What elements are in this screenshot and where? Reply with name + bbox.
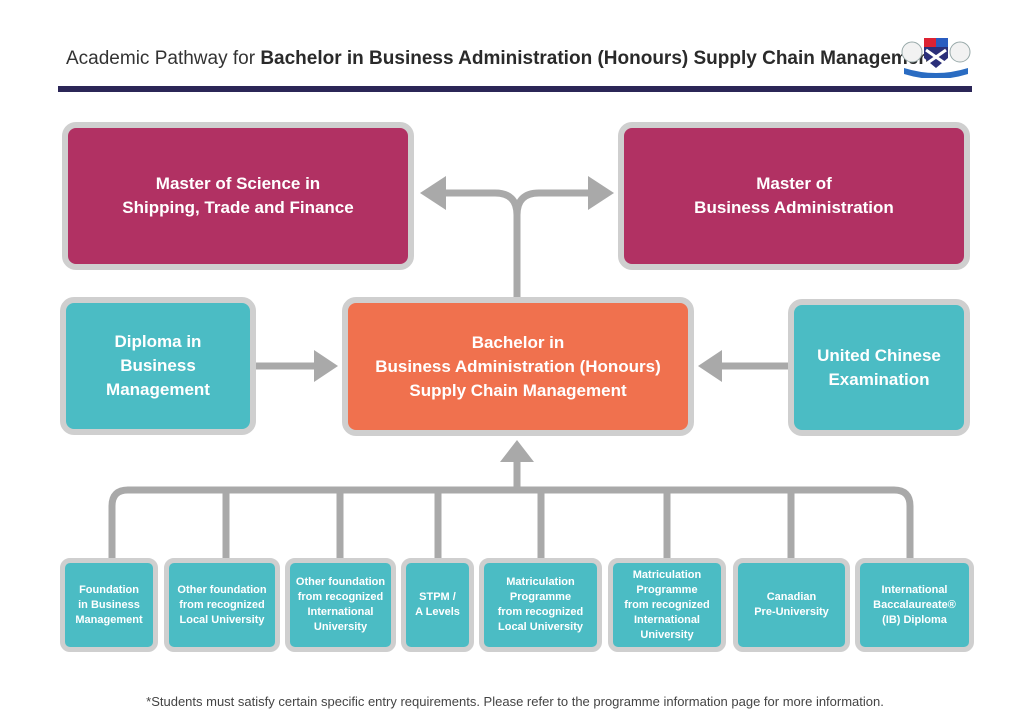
box-label: Other foundation from recognized Local U… [177, 583, 267, 626]
box-label: United Chinese Examination [817, 345, 941, 389]
box-label: Matriculation Programme from recognized … [624, 568, 710, 641]
box-label: Bachelor in Business Administration (Hon… [375, 332, 661, 400]
arrowhead-left-up [420, 176, 446, 210]
entry-box: Matriculation Programme from recognized … [479, 558, 602, 652]
master-science-shipping-box: Master of Science in Shipping, Trade and… [62, 122, 414, 270]
arrowhead-right-up [588, 176, 614, 210]
box-label: Diploma in Business Management [106, 332, 210, 399]
page-title: Academic Pathway for Bachelor in Busines… [66, 48, 936, 70]
entry-box: International Baccalaureate® (IB) Diplom… [855, 558, 974, 652]
entry-box: Matriculation Programme from recognized … [608, 558, 726, 652]
arrow-to-mba-stem [513, 189, 594, 216]
title-prefix: Academic Pathway for [66, 48, 261, 69]
box-label: Other foundation from recognized Interna… [295, 576, 386, 633]
arrow-to-masters-stem [440, 189, 521, 298]
header-divider [58, 86, 972, 92]
entry-box: Canadian Pre-University [733, 558, 850, 652]
arrowhead-entry [500, 440, 534, 462]
entry-box: Other foundation from recognized Local U… [164, 558, 280, 652]
diploma-box: Diploma in Business Management [60, 297, 256, 435]
box-label: Master of Science in Shipping, Trade and… [122, 174, 354, 217]
university-crest-logo [901, 38, 971, 78]
mba-box: Master of Business Administration [618, 122, 970, 270]
arrowhead-diploma [314, 350, 338, 382]
box-label: Foundation in Business Management [75, 583, 143, 626]
bachelor-box: Bachelor in Business Administration (Hon… [342, 297, 694, 436]
footnote: *Students must satisfy certain specific … [146, 694, 884, 709]
box-label: Canadian Pre-University [754, 591, 829, 618]
entry-box: Foundation in Business Management [60, 558, 158, 652]
box-label: Matriculation Programme from recognized … [497, 576, 584, 633]
title-programme: Bachelor in Business Administration (Hon… [260, 48, 937, 69]
box-label: STPM / A Levels [415, 591, 460, 618]
arrowhead-uec [698, 350, 722, 382]
box-label: International Baccalaureate® (IB) Diplom… [873, 583, 956, 626]
entry-box: STPM / A Levels [401, 558, 474, 652]
entry-bus [108, 486, 914, 560]
uec-box: United Chinese Examination [788, 299, 970, 436]
entry-box: Other foundation from recognized Interna… [285, 558, 396, 652]
box-label: Master of Business Administration [694, 174, 894, 217]
